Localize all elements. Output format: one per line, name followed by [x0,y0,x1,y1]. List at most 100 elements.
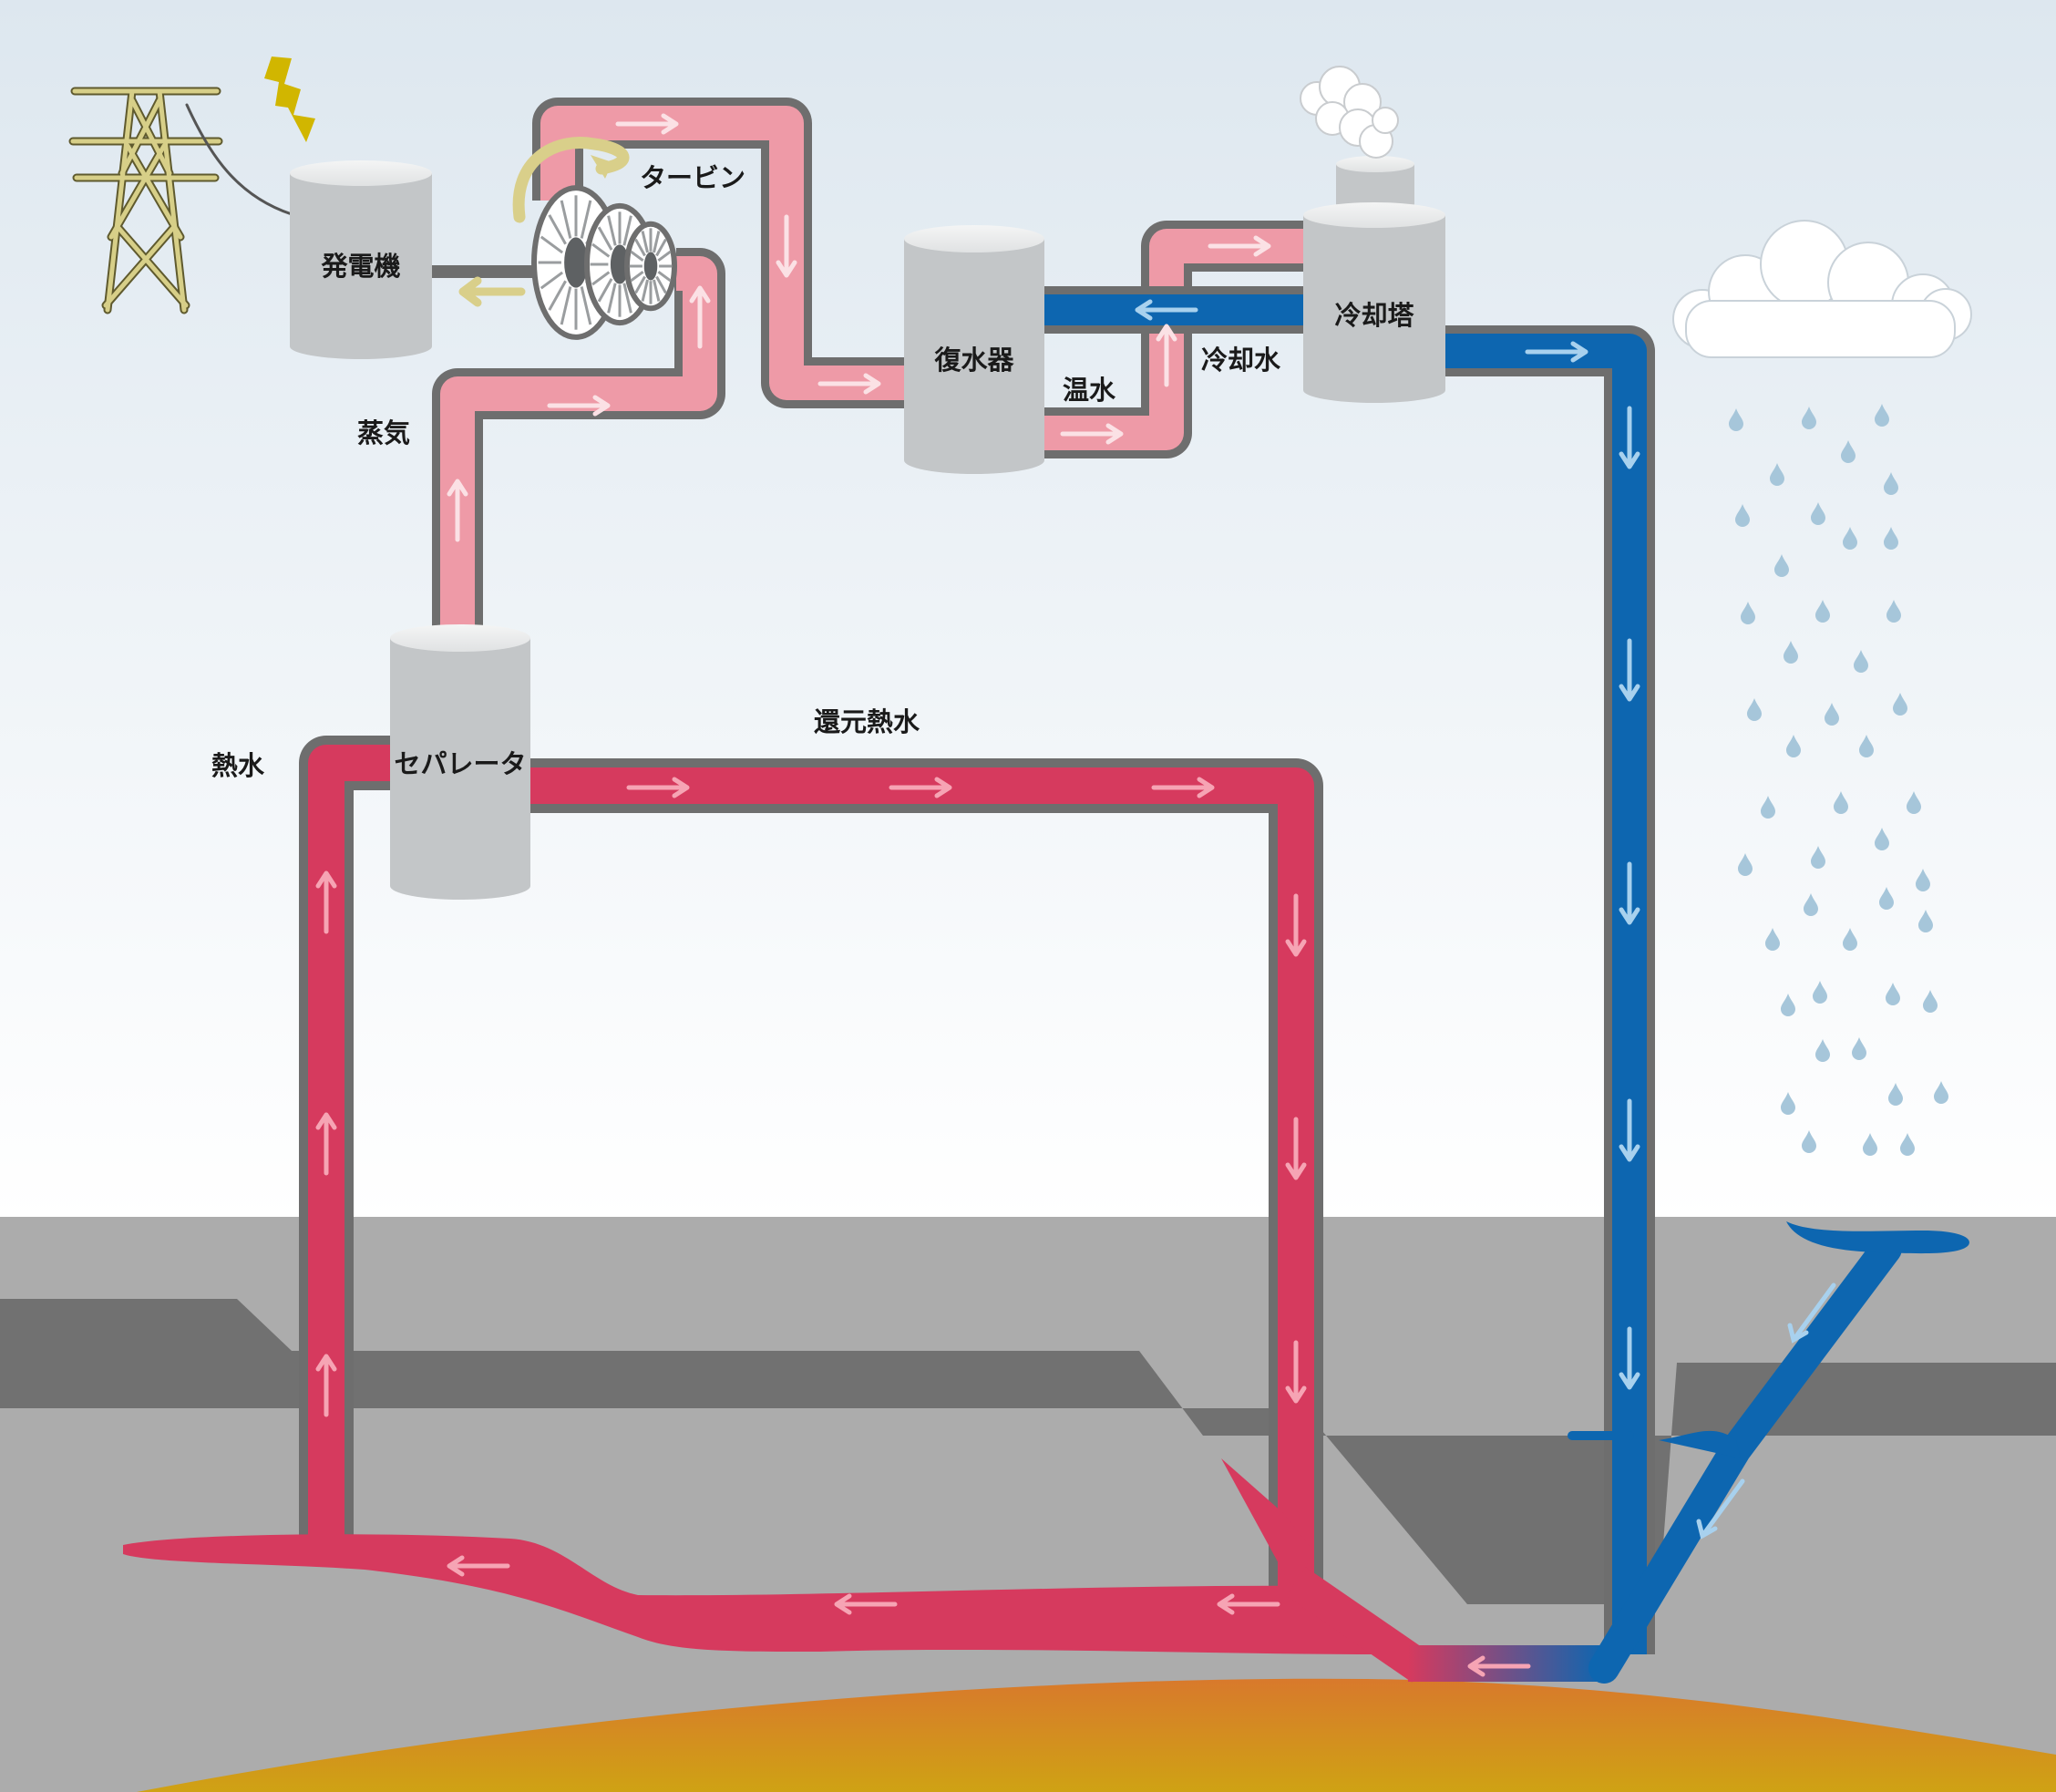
raindrop-icon [1893,693,1907,716]
raindrop-icon [1843,928,1857,951]
raindrop-icon [1813,981,1827,1004]
flow-arrow-icon [1787,1282,1836,1344]
raindrop-icon [1804,893,1818,916]
raindrop-icon [1802,407,1816,429]
rotation-direction-arrow [458,276,526,307]
raindrop-icon [1854,650,1868,673]
flow-arrow-icon [1151,777,1215,798]
flow-arrow-icon [1135,299,1198,321]
raindrop-icon [1781,1092,1795,1115]
flow-arrow-icon [1208,235,1271,257]
steam-cloud-icon [1300,66,1399,159]
flow-arrow-icon [447,1555,510,1577]
raindrop-icon [1841,440,1856,463]
flow-arrow-icon [1285,1340,1307,1404]
generator: 発電機 [290,160,432,359]
separator: セパレータ [390,624,530,900]
flow-arrow-icon [776,214,797,278]
flow-arrow-icon [1156,324,1177,387]
raindrop-icon [1786,735,1801,757]
turbine-wheel [624,221,677,312]
raindrop-icon [1879,887,1894,910]
raindrop-icon [1738,853,1753,876]
flow-arrow-icon [447,479,468,542]
raindrop-icon [1859,735,1874,757]
flow-arrow-icon [834,1593,898,1615]
lightning-icon [264,57,315,142]
condenser: 復水器 [904,225,1044,474]
cooling-water-label: 冷却水 [1201,345,1281,376]
condenser-label: 復水器 [933,345,1014,376]
flow-arrow-icon [1217,1593,1280,1615]
raindrop-icon [1741,602,1755,624]
flow-arrow-icon [626,777,690,798]
raindrop-icon [1852,1037,1866,1060]
flow-arrow-icon [1619,406,1640,469]
flow-arrow-icon [1285,1117,1307,1180]
flow-arrow-icon [1285,893,1307,957]
raindrop-icon [1875,828,1889,850]
flow-arrow-icon [889,777,952,798]
raindrop-icon [1886,983,1900,1005]
flow-arrow-icon [1619,861,1640,925]
raindrop-icon [1815,1039,1830,1062]
flow-arrow-icon [1619,1326,1640,1390]
magma-chamber [137,1678,2056,1792]
raindrop-icon [1761,796,1775,819]
raindrop-icon [1843,527,1857,550]
cold-water-pipe [1444,325,1655,1654]
raindrop-icon [1815,600,1830,623]
flow-arrow-icon [547,395,611,417]
raindrop-icon [1884,472,1898,495]
generator-label: 発電機 [320,251,400,282]
raindrop-icon [1918,910,1933,932]
flow-arrow-icon [1525,341,1588,363]
flow-arrow-icon [315,1112,337,1176]
flow-arrow-icon [1619,638,1640,702]
flow-arrow-icon [1696,1478,1745,1540]
raindrop-icon [1900,1133,1915,1156]
raindrop-icon [1770,463,1784,486]
raindrop-icon [1765,928,1780,951]
surface-pond [1786,1221,1969,1254]
raindrop-icon [1923,990,1938,1013]
warm-water-label: 温水 [1063,375,1116,406]
flow-arrow-icon [1619,1098,1640,1162]
flow-arrow-icon [315,1354,337,1417]
raindrop-icon [1886,600,1901,623]
raindrop-icon [1781,994,1795,1016]
rotation-arrow-icon [512,137,630,223]
geothermal-reservoir [123,1221,1969,1684]
raindrop-icon [1774,554,1789,577]
flow-arrow-icon [817,373,881,395]
raindrop-icon [1735,504,1750,527]
raindrop-icon [1784,641,1798,664]
hot-water-label: 熱水 [211,750,265,781]
turbine [512,137,677,340]
steam-label: 蒸気 [357,417,410,448]
turbine-label: タービン [640,162,745,193]
raindrop-icon [1888,1083,1903,1106]
raindrop-icon [1811,502,1825,525]
flow-arrow-icon [315,870,337,934]
raindrop-icon [1916,869,1930,891]
rain-cloud-icon [1672,220,1972,358]
raindrop-icon [1811,846,1825,869]
flow-arrows [315,113,1836,1677]
raindrop-icon [1747,698,1762,721]
raindrop-icon [1884,527,1898,550]
steam-pipe-separator-to-turbine [432,248,725,629]
reinjection-water-label: 還元熱水 [814,706,920,737]
rain [1729,404,1948,1156]
cooling-tower: 冷却塔 [1303,156,1445,403]
raindrop-icon [1875,404,1889,427]
flow-arrow-icon [1060,423,1124,445]
cooling-tower-label: 冷却塔 [1334,300,1414,331]
separator-label: セパレータ [394,748,526,779]
rock-layer [0,1299,2056,1604]
transmission-tower-icon [68,87,293,314]
flow-arrow-icon [1467,1655,1531,1677]
raindrop-icon [1802,1130,1816,1153]
raindrop-icon [1907,791,1921,814]
